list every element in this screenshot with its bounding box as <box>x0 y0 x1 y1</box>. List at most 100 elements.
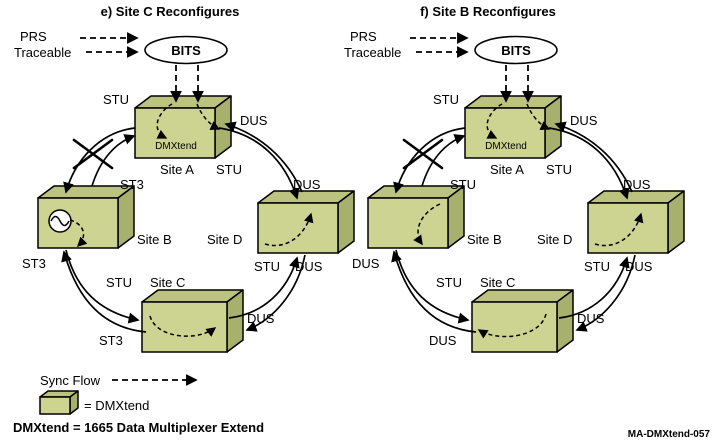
link-b-to-a <box>421 134 466 187</box>
footnote-label: DMXtend = 1665 Data Multiplexer Extend <box>13 420 264 435</box>
site-c-box-side <box>226 289 244 353</box>
site-c-label: Site C <box>150 275 185 290</box>
site-b-label: Site B <box>467 232 502 247</box>
link-c-to-b <box>61 250 147 333</box>
diagram-e: DMXtend <box>14 4 355 353</box>
flow-in-site-c <box>477 313 547 339</box>
diagram-f: DMXtend f) Site B Reconfigu <box>344 4 685 353</box>
link-b-to-a <box>91 134 136 187</box>
prs-traceable-label: Traceable <box>14 45 71 60</box>
bits-node <box>474 35 558 65</box>
port-ab-link: STU <box>450 177 476 192</box>
dmxtend-legend-box-icon <box>39 390 79 415</box>
site-b-node <box>37 185 135 249</box>
ring-links <box>61 121 306 333</box>
site-c-box-side <box>556 289 574 353</box>
site-b-node <box>367 185 465 249</box>
bits-label: BITS <box>501 43 531 58</box>
port-c-bottom-left: DUS <box>429 333 457 348</box>
legend: Sync Flow = DMXtend DMXtend = 1665 Data … <box>13 373 710 440</box>
bits-label: BITS <box>171 43 201 58</box>
link-a-to-b <box>63 127 136 194</box>
site-c-node <box>141 289 244 353</box>
port-c-bottom-left: ST3 <box>99 333 123 348</box>
site-c-box-top <box>471 289 574 303</box>
site-a-label: Site A <box>490 162 524 177</box>
port-a-bottom-right: STU <box>546 162 572 177</box>
port-d-bottom-right: DUS <box>295 259 323 274</box>
sync-flow-paths <box>413 103 644 339</box>
link-a-to-b <box>393 127 466 194</box>
ring-links <box>391 121 636 333</box>
port-a-right: DUS <box>240 113 268 128</box>
site-a-node: DMXtend <box>134 95 232 159</box>
link-c-to-d <box>228 256 300 319</box>
link-d-to-c <box>575 254 636 332</box>
failure-x-stroke-2 <box>402 138 444 170</box>
port-c-right: DUS <box>247 311 275 326</box>
flow-in-site-a-1 <box>156 103 173 139</box>
link-c-to-b <box>391 250 477 333</box>
site-b-box-side <box>447 185 465 249</box>
flow-in-site-b <box>69 219 88 248</box>
clock-wave-icon <box>50 215 70 227</box>
sync-flow-label: Sync Flow <box>40 373 101 388</box>
failure-x-stroke-2 <box>72 138 114 170</box>
site-a-node: DMXtend <box>464 95 562 159</box>
diagram-title: f) Site B Reconfigures <box>420 4 556 19</box>
sync-flow-paths <box>69 103 314 337</box>
site-c-box <box>471 301 558 353</box>
port-a-top-left: STU <box>433 92 459 107</box>
site-c-box-top <box>141 289 244 303</box>
diagram-title: e) Site C Reconfigures <box>101 4 240 19</box>
link-c-to-d <box>558 256 630 319</box>
flow-in-site-d <box>264 212 314 247</box>
site-a-box-side <box>544 95 562 159</box>
link-d-to-a <box>554 121 633 193</box>
site-d-node <box>587 190 685 254</box>
site-a-device-label: DMXtend <box>155 141 197 152</box>
site-c-box <box>141 301 228 353</box>
prs-label: PRS <box>20 29 47 44</box>
flow-in-site-a-1 <box>486 103 503 139</box>
link-d-to-c <box>245 254 306 332</box>
site-b-label: Site B <box>137 232 172 247</box>
site-d-box <box>257 202 339 254</box>
dmxtend-box-label: = DMXtend <box>84 398 149 413</box>
site-d-label: Site D <box>537 232 572 247</box>
port-d-top: DUS <box>293 177 321 192</box>
port-c-left: STU <box>106 275 132 290</box>
port-ab-link: ST3 <box>120 177 144 192</box>
port-d-bottom-left: STU <box>584 259 610 274</box>
flow-in-site-d <box>594 212 644 247</box>
port-d-top: DUS <box>623 177 651 192</box>
port-c-right: DUS <box>577 311 605 326</box>
site-d-box-side <box>667 190 685 254</box>
site-d-label: Site D <box>207 232 242 247</box>
failure-x-icon <box>72 138 114 170</box>
site-c-label: Site C <box>480 275 515 290</box>
failure-x-icon <box>402 138 444 170</box>
port-a-right: DUS <box>570 113 598 128</box>
port-a-top-left: STU <box>103 92 129 107</box>
site-c-node <box>471 289 574 353</box>
prs-traceable-label: Traceable <box>344 45 401 60</box>
site-a-label: Site A <box>160 162 194 177</box>
site-a-box-side <box>214 95 232 159</box>
doc-id-label: MA-DMXtend-057 <box>628 429 711 440</box>
port-b-bottom: DUS <box>352 256 380 271</box>
port-c-left: STU <box>436 275 462 290</box>
port-d-bottom-left: STU <box>254 259 280 274</box>
site-a-box <box>134 107 216 159</box>
port-b-bottom: ST3 <box>22 256 46 271</box>
site-d-node <box>257 190 355 254</box>
flow-in-site-a-2 <box>196 103 221 131</box>
port-a-bottom-right: STU <box>216 162 242 177</box>
port-d-bottom-right: DUS <box>625 259 653 274</box>
site-b-box <box>367 197 449 249</box>
site-b-box-side <box>117 185 135 249</box>
flow-in-site-c <box>149 315 217 337</box>
site-d-box <box>587 202 669 254</box>
site-a-box <box>464 107 546 159</box>
